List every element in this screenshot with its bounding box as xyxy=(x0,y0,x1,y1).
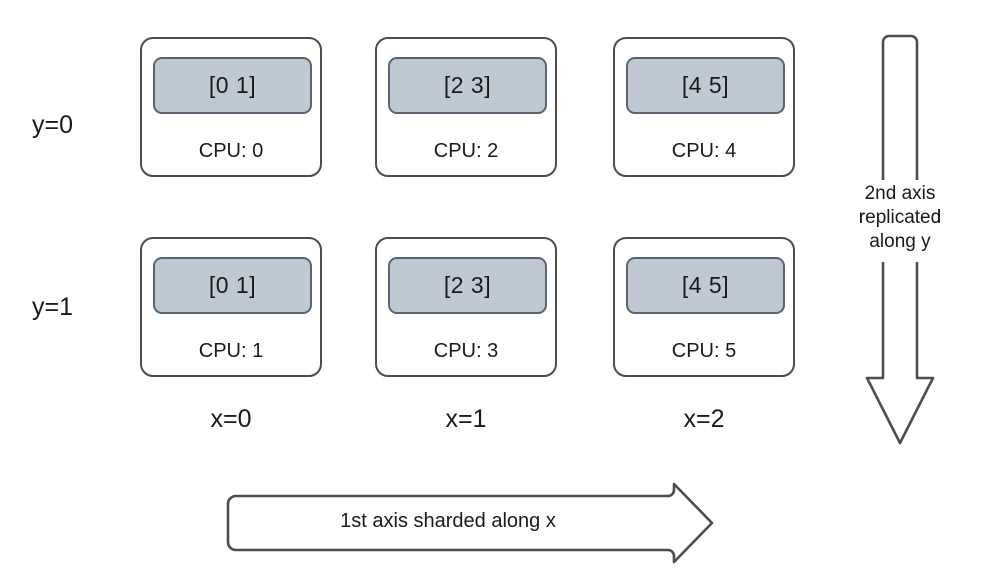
shard-chip: [0 1] xyxy=(153,257,312,314)
vertical-arrow-label-line3-overlay: along y xyxy=(869,231,931,252)
cpu-label: CPU: 0 xyxy=(198,140,264,162)
shard-chip: [4 5] xyxy=(626,257,785,314)
cpu-label: CPU: 5 xyxy=(671,340,737,362)
col-label-x2: x=2 xyxy=(683,405,725,433)
shard-label: [2 3] xyxy=(443,72,492,98)
shard-chip: [2 3] xyxy=(388,257,547,314)
vertical-arrow-label-overlay: 2nd axis replicated along y xyxy=(825,182,975,254)
horizontal-sharding-arrow xyxy=(226,482,714,564)
row-label-y1: y=1 xyxy=(32,293,74,321)
shard-chip: [0 1] xyxy=(153,57,312,114)
shard-chip: [4 5] xyxy=(626,57,785,114)
row-label-y0: y=0 xyxy=(32,111,74,139)
horizontal-arrow-label: 1st axis sharded along x xyxy=(340,510,556,532)
cpu-label: CPU: 4 xyxy=(671,140,737,162)
col-label-x0: x=0 xyxy=(210,405,252,433)
device-card[interactable]: [2 3] CPU: 3 xyxy=(375,237,557,377)
shard-label: [2 3] xyxy=(443,272,492,298)
shard-chip: [2 3] xyxy=(388,57,547,114)
device-card[interactable]: [0 1] CPU: 1 xyxy=(140,237,322,377)
shard-label: [4 5] xyxy=(681,272,730,298)
vertical-arrow-label-line1-overlay: 2nd axis xyxy=(864,183,936,204)
shard-label: [4 5] xyxy=(681,72,730,98)
vertical-arrow-label-line2-overlay: replicated xyxy=(858,207,942,228)
shard-label: [0 1] xyxy=(208,272,257,298)
cpu-label: CPU: 3 xyxy=(433,340,499,362)
device-card[interactable]: [2 3] CPU: 2 xyxy=(375,37,557,177)
cpu-label: CPU: 2 xyxy=(433,140,499,162)
device-card[interactable]: [0 1] CPU: 0 xyxy=(140,37,322,177)
vertical-arrow-text-mask xyxy=(866,180,934,262)
cpu-label: CPU: 1 xyxy=(198,340,264,362)
col-label-x1: x=1 xyxy=(445,405,487,433)
shard-label: [0 1] xyxy=(208,72,257,98)
device-card[interactable]: [4 5] CPU: 5 xyxy=(613,237,795,377)
device-card[interactable]: [4 5] CPU: 4 xyxy=(613,37,795,177)
